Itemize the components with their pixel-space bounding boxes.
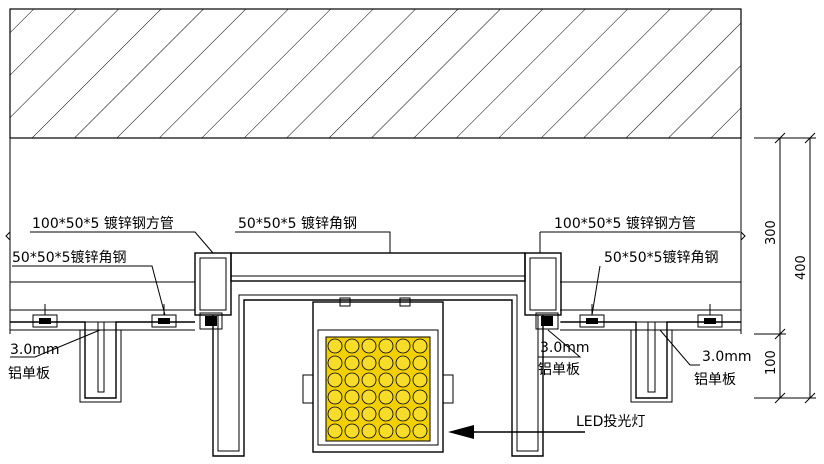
led-chip — [361, 372, 377, 388]
led-chip — [361, 406, 377, 422]
led-chip — [395, 338, 411, 354]
led-chip — [395, 355, 411, 371]
led-chip — [395, 372, 411, 388]
clip-2 — [151, 304, 177, 328]
light-frame-u-channel — [212, 294, 544, 457]
led-flood-light — [302, 297, 454, 453]
led-chip — [327, 355, 343, 371]
label-aluminum-mid-name: 铝单板 — [538, 362, 580, 378]
led-chip — [344, 372, 360, 388]
led-chip — [361, 389, 377, 405]
clip-6 — [697, 304, 723, 328]
led-chip — [378, 338, 394, 354]
led-chip — [344, 355, 360, 371]
led-chip — [412, 423, 428, 439]
label-square-tube-right: 100*50*5 镀锌钢方管 — [554, 215, 696, 232]
led-chip — [412, 338, 428, 354]
led-chip — [327, 372, 343, 388]
clip-1 — [32, 304, 58, 328]
label-led-light: LED投光灯 — [576, 414, 645, 430]
led-chip — [378, 406, 394, 422]
led-chip-array — [327, 338, 428, 439]
aluminum-panel-right — [561, 321, 741, 403]
clip-5 — [579, 304, 605, 328]
clip-3 — [199, 312, 223, 330]
led-chip — [395, 389, 411, 405]
label-aluminum-left-name: 铝单板 — [8, 366, 50, 382]
label-angle-steel-center: 50*50*5 镀锌角钢 — [238, 215, 357, 232]
led-chip — [361, 423, 377, 439]
led-chip — [361, 355, 377, 371]
led-chip — [378, 389, 394, 405]
led-chip — [327, 338, 343, 354]
leader-lines — [10, 231, 740, 366]
led-arrow — [448, 425, 585, 439]
led-chip — [412, 389, 428, 405]
dimension-inner-upper: 300 — [764, 220, 779, 245]
led-chip — [412, 372, 428, 388]
led-chip — [378, 423, 394, 439]
led-chip — [412, 406, 428, 422]
led-chip — [344, 338, 360, 354]
led-chip — [327, 389, 343, 405]
label-aluminum-right-name: 铝单板 — [694, 372, 736, 388]
led-chip — [378, 355, 394, 371]
ceiling-void-boundary — [5, 138, 746, 334]
dimension-inner-lower: 100 — [764, 350, 779, 375]
led-chip — [378, 372, 394, 388]
center-angle-steel — [230, 252, 526, 282]
concrete-slab — [9, 8, 742, 139]
led-chip — [327, 423, 343, 439]
label-aluminum-right-thickness: 3.0mm — [702, 349, 752, 365]
led-chip — [361, 338, 377, 354]
clip-4 — [535, 312, 559, 330]
label-aluminum-mid-thickness: 3.0mm — [540, 340, 590, 356]
dimension-lines — [754, 132, 816, 404]
led-chip — [344, 406, 360, 422]
bracket-clips — [32, 304, 723, 330]
label-angle-steel-right: 50*50*5镀锌角钢 — [604, 249, 719, 266]
led-chip — [344, 423, 360, 439]
led-chip — [395, 423, 411, 439]
led-chip — [412, 355, 428, 371]
dimension-outer-total: 400 — [794, 255, 809, 280]
aluminum-panel-left — [10, 321, 195, 403]
square-tube-right — [524, 252, 562, 316]
led-chip — [327, 406, 343, 422]
led-chip — [344, 389, 360, 405]
label-aluminum-left-thickness: 3.0mm — [10, 342, 60, 358]
label-angle-steel-left: 50*50*5镀锌角钢 — [12, 249, 127, 266]
led-chip — [395, 406, 411, 422]
square-tube-left — [194, 252, 232, 316]
label-square-tube-left: 100*50*5 镀锌钢方管 — [32, 215, 174, 232]
